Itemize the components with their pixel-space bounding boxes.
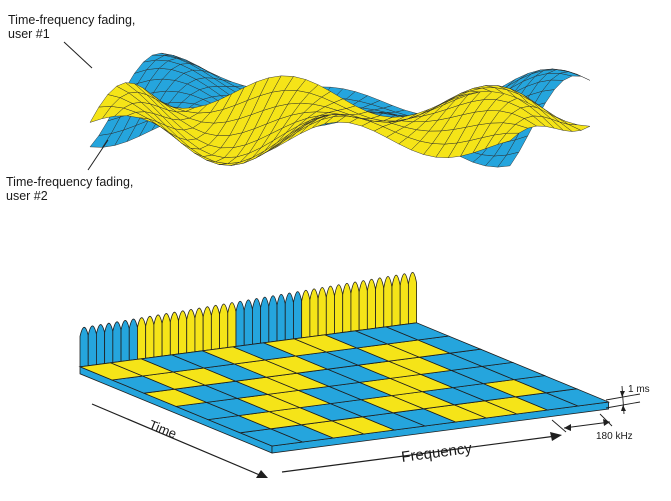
- spectrum-pulse: [261, 297, 269, 343]
- spectrum-pulse: [400, 274, 408, 325]
- spectrum-pulse: [244, 300, 252, 345]
- slot-duration-dimension: 1 ms: [606, 384, 650, 414]
- frequency-arrowhead: [550, 432, 562, 441]
- rb-bandwidth-label: 180 kHz: [596, 431, 633, 442]
- spectrum-pulse: [129, 319, 137, 360]
- slot-duration-label: 1 ms: [628, 384, 650, 395]
- spectrum-pulse: [269, 296, 277, 342]
- spectrum-pulse: [187, 309, 195, 352]
- spectrum-pulse: [285, 293, 293, 340]
- spectrum-pulse: [302, 290, 310, 338]
- spectrum-pulse: [351, 282, 359, 331]
- user2-label-line1: Time-frequency fading,: [6, 175, 133, 189]
- spectrum-pulse: [293, 292, 301, 339]
- spectrum-pulse: [220, 304, 228, 349]
- user1-label-line1: Time-frequency fading,: [8, 13, 135, 27]
- spectrum-pulse: [252, 298, 260, 344]
- user2-label-line2: user #2: [6, 189, 48, 203]
- time-axis-label: Time: [147, 417, 179, 442]
- rb-bandwidth-dimension: 180 kHz: [552, 414, 633, 442]
- spectrum-pulse: [80, 327, 88, 366]
- spectrum-pulse: [236, 301, 244, 346]
- spectrum-pulse: [96, 325, 104, 365]
- spectrum-pulse: [277, 294, 285, 341]
- frequency-axis-label: Frequency: [400, 440, 473, 466]
- spectrum-pulse: [88, 326, 96, 366]
- user1-label-line2: user #1: [8, 27, 50, 41]
- spectrum-pulse: [376, 278, 384, 328]
- spectrum-pulse: [228, 303, 236, 348]
- spectrum-pulse: [310, 289, 318, 337]
- spectrum-pulse: [105, 323, 113, 363]
- spectrum-pulse: [408, 272, 416, 323]
- spectrum-pulse: [318, 287, 326, 335]
- spectrum-pulse: [211, 305, 219, 349]
- spectrum-pulse: [384, 276, 392, 327]
- spectrum-pulse: [121, 320, 129, 361]
- spectrum-pulse: [335, 285, 343, 334]
- fading-surfaces: [90, 53, 590, 167]
- spectrum-pulse: [170, 312, 178, 355]
- spectrum-pulse: [154, 315, 162, 357]
- spectrum-pulse: [195, 308, 203, 352]
- spectrum-pulse: [137, 318, 145, 360]
- spectrum-pulse: [113, 322, 121, 363]
- spectrum-pulse: [162, 314, 170, 356]
- spectrum-pulse: [326, 286, 334, 334]
- spectrum-pulse: [367, 279, 375, 329]
- spectrum-pulse: [179, 311, 187, 354]
- spectrum-pulse: [146, 316, 154, 358]
- spectrum-pulse: [392, 275, 400, 326]
- spectrum-pulse: [343, 283, 351, 332]
- spectrum-pulse: [359, 281, 367, 331]
- user1-leader-line: [64, 42, 92, 68]
- spectrum-pulse: [203, 307, 211, 351]
